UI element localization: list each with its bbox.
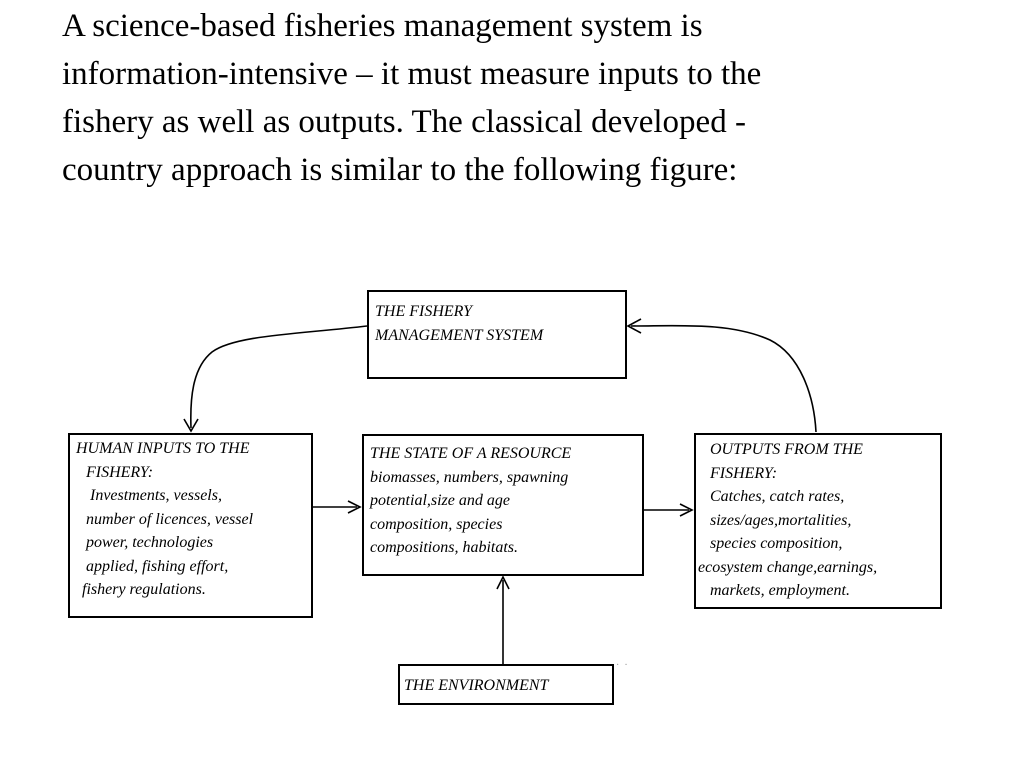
- intro-line: A science-based fisheries management sys…: [62, 8, 703, 44]
- box-text: fishery regulations.: [82, 581, 206, 598]
- box-text: species composition,: [710, 535, 843, 552]
- box-text: number of licences, vessel: [86, 510, 254, 528]
- management-system-box: THE FISHERY MANAGEMENT SYSTEM: [367, 290, 627, 379]
- box-text: HUMAN INPUTS TO THE: [76, 440, 250, 457]
- box-text: FISHERY:: [86, 463, 154, 481]
- intro-line: information-intensive – it must measure …: [62, 56, 762, 92]
- intro-paragraph: A science-based fisheries management sys…: [62, 2, 962, 194]
- box-text: power, technologies: [86, 534, 214, 551]
- box-text: Investments, vessels,: [90, 487, 222, 504]
- arrow-management-to-inputs: [190, 325, 368, 429]
- box-text: OUTPUTS FROM THE: [710, 441, 863, 458]
- box-text: FISHERY:: [710, 464, 778, 482]
- intro-line: fishery as well as outputs. The classica…: [62, 104, 746, 140]
- human-inputs-box: HUMAN INPUTS TO THE FISHERY: Investments…: [68, 433, 313, 618]
- arrowhead-outputs-to-management: [626, 318, 642, 334]
- box-text: MANAGEMENT SYSTEM: [375, 326, 544, 344]
- box-text: THE ENVIRONMENT: [404, 677, 549, 694]
- box-text: THE STATE OF A RESOURCE: [370, 445, 572, 462]
- arrow-outputs-to-management: [630, 324, 817, 433]
- box-text: Catches, catch rates,: [710, 488, 845, 505]
- resource-state-box: THE STATE OF A RESOURCE biomasses, numbe…: [362, 434, 644, 576]
- box-text: applied, fishing effort,: [86, 557, 229, 575]
- box-text: THE FISHERY: [375, 303, 473, 320]
- arrowhead-environment-to-state: [496, 575, 510, 590]
- arrowhead-management-to-inputs: [183, 418, 199, 433]
- fishery-outputs-box: OUTPUTS FROM THE FISHERY: Catches, catch…: [694, 433, 942, 609]
- box-text: compositions, habitats.: [370, 539, 519, 556]
- box-text: potential,size and age: [370, 492, 510, 509]
- intro-line: country approach is similar to the follo…: [62, 152, 738, 188]
- environment-box: THE ENVIRONMENT: [398, 664, 614, 705]
- box-text: sizes/ages,mortalities,: [710, 511, 852, 529]
- arrowhead-state-to-outputs: [679, 503, 694, 517]
- box-text: markets, employment.: [710, 582, 850, 599]
- box-text: biomasses, numbers, spawning: [370, 468, 569, 486]
- arrowhead-inputs-to-state: [347, 500, 362, 514]
- box-text: ecosystem change,earnings,: [698, 558, 878, 576]
- decorative-dots: · ·: [616, 660, 628, 671]
- box-text: composition, species: [370, 515, 503, 533]
